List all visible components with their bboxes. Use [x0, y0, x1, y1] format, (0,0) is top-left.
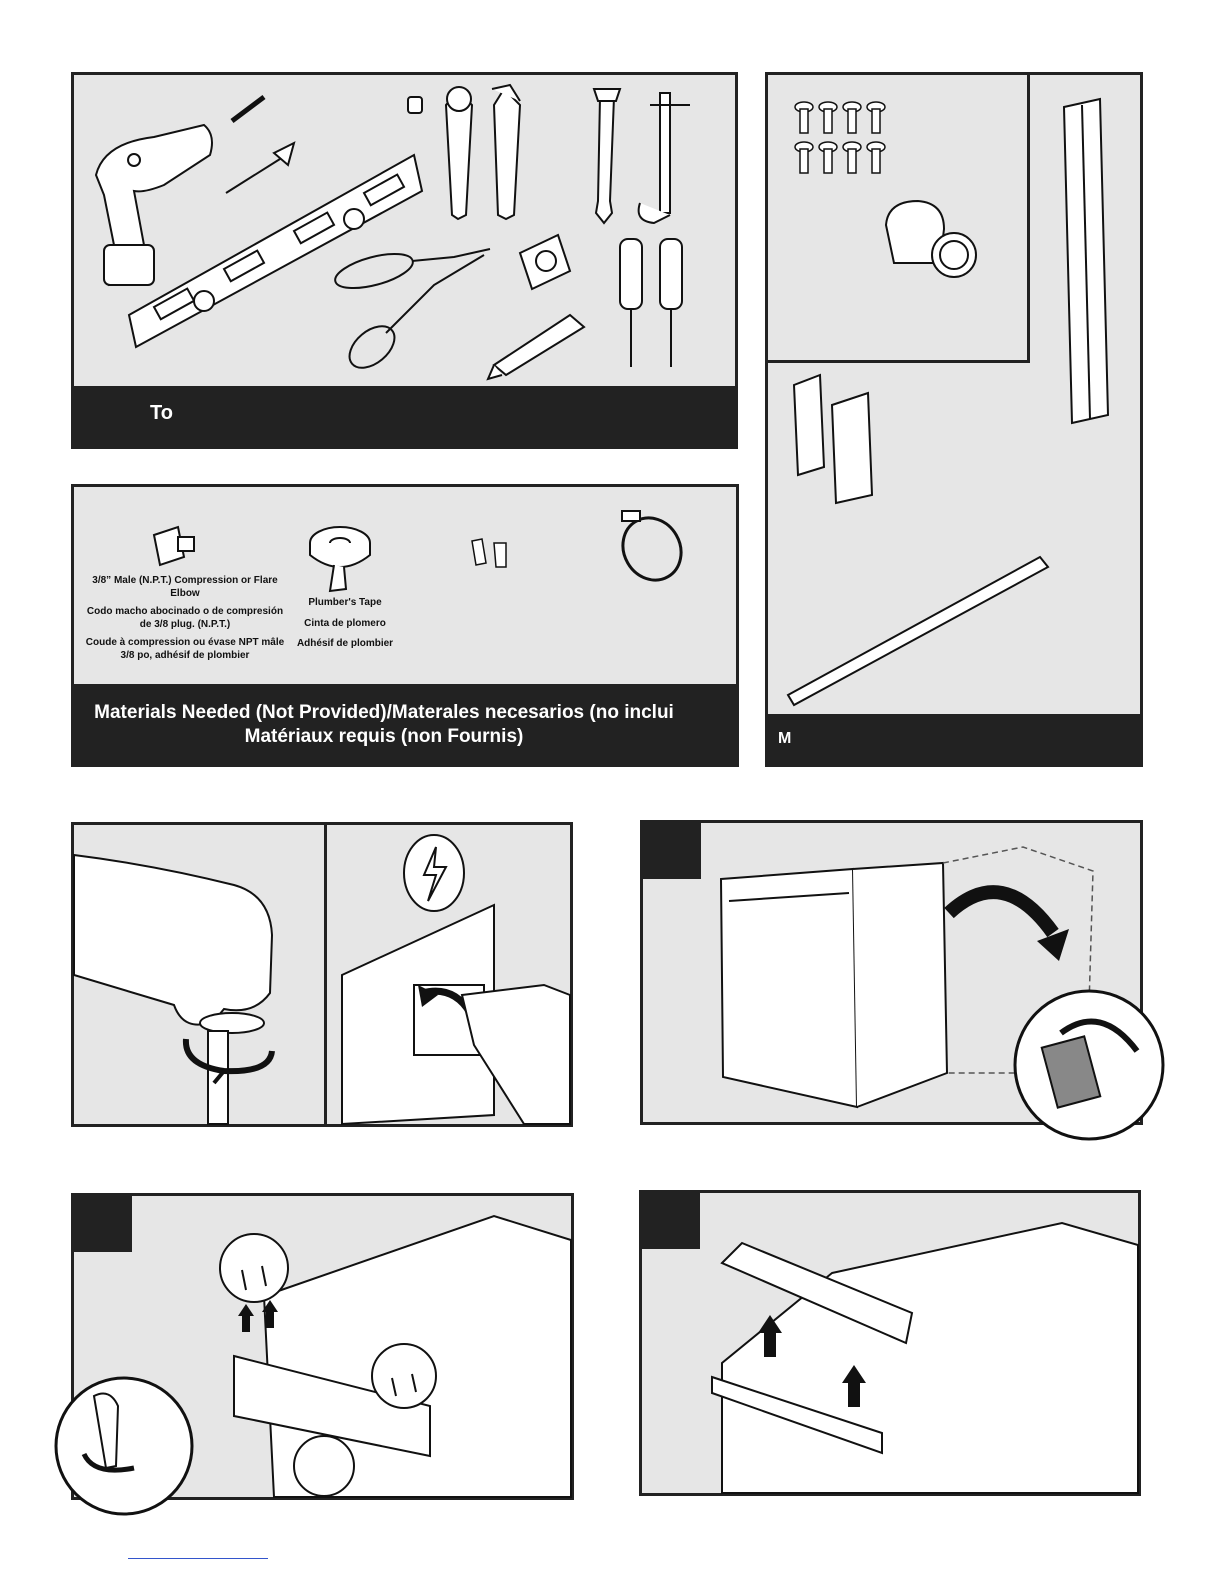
hand-screwdriver-icon — [92, 1392, 120, 1470]
open-end-wrench-icon — [592, 88, 622, 225]
step-shutoff-panel — [71, 822, 573, 1127]
tip-detail-callout — [1013, 989, 1165, 1141]
tip-illustration — [719, 846, 1094, 1109]
screwdriver-detail-callout — [54, 1376, 194, 1516]
screwdriver-flat-icon — [619, 238, 643, 367]
materials-title-line1: Materials Needed (Not Provided)/Materale… — [94, 702, 674, 723]
rotate-arrow-icon — [182, 1038, 275, 1085]
parts-panel: M — [765, 72, 1143, 767]
tin-snips-icon — [334, 248, 491, 369]
hand-breaker-icon — [460, 983, 571, 1125]
parts-inner-box — [768, 75, 1030, 363]
bracket-step-illustration — [711, 1221, 1139, 1494]
tools-title-bar: To — [74, 386, 735, 446]
tools-panel: To — [71, 72, 738, 449]
parts-title: M — [778, 730, 792, 747]
drill-icon — [94, 123, 213, 287]
step-c-tab — [74, 1196, 132, 1252]
strain-relief-icon — [884, 199, 977, 278]
plumbers-tape-icon — [309, 526, 371, 593]
side-brackets-icon — [792, 373, 874, 505]
elbow-caption-en: 3/8” Male (N.P.T.) Compression or Flare … — [92, 575, 278, 599]
lift-arrows-icon — [758, 1315, 866, 1407]
basin-wrench-icon — [637, 92, 690, 225]
up-arrows-icon — [238, 1300, 278, 1332]
parts-illustration — [786, 97, 1110, 707]
tools-title: To — [150, 402, 173, 424]
tip-arrow-icon — [944, 885, 1059, 938]
wire-nuts-icon — [471, 538, 507, 568]
tools-illustration — [94, 83, 690, 381]
detail-panel-icon — [1040, 1035, 1102, 1109]
elbow-caption-fr: Coude à compression ou évase NPT mâle 3/… — [85, 637, 285, 661]
mounting-strip-icon — [786, 555, 1050, 707]
dishwasher-icon — [719, 861, 949, 1109]
screw-callout-top — [219, 1233, 289, 1303]
level-icon — [127, 153, 424, 349]
screw-callout-right — [371, 1343, 437, 1409]
tape-caption: Plumber's Tape Cinta de plomero Adhésif … — [270, 597, 420, 657]
tape-caption-fr: Adhésif de plombier — [296, 638, 394, 649]
materials-title-bar: Materials Needed (Not Provided)/Materale… — [74, 684, 736, 764]
step-d-tab — [642, 1193, 700, 1249]
toe-panel-bracket-icon — [720, 1241, 914, 1345]
step-b-tab — [643, 823, 701, 879]
screwdriver-phillips-icon — [659, 238, 683, 367]
step-tip-panel — [640, 820, 1165, 1141]
detail-arrow-icon — [1059, 1018, 1140, 1053]
socket-icon — [407, 96, 423, 114]
parts-title-bar: M — [768, 714, 1140, 764]
footer-link-underline — [128, 1558, 268, 1559]
drill-bit-icon — [230, 95, 266, 123]
wrench-icon — [444, 83, 522, 221]
materials-panel: 3/8” Male (N.P.T.) Compression or Flare … — [71, 484, 739, 767]
elbow-caption: 3/8” Male (N.P.T.) Compression or Flare … — [82, 575, 288, 668]
hand-valve-icon — [73, 853, 274, 1125]
flare-elbow-icon — [152, 525, 195, 567]
kick-plate-icon — [711, 1375, 883, 1455]
step-shutoff-divider — [324, 825, 327, 1124]
step-bracket-panel — [639, 1190, 1141, 1496]
screws-step-illustration — [219, 1214, 572, 1498]
spade-bit-icon — [225, 141, 296, 194]
rotate-arrow-small-icon — [81, 1452, 135, 1473]
utility-knife-icon — [486, 313, 586, 381]
elbow-caption-es: Codo macho abocinado o de compresión de … — [86, 606, 284, 630]
tape-caption-en: Plumber's Tape — [308, 597, 382, 608]
materials-title-line2: Matériaux requis (non Fournis) — [244, 726, 524, 747]
shutoff-illustration — [73, 834, 571, 1126]
step-screws-panel — [54, 1193, 574, 1516]
electric-warning-icon — [403, 834, 465, 912]
channel-bracket-icon — [1062, 97, 1110, 425]
tape-measure-icon — [518, 233, 572, 291]
screws-icon — [794, 101, 886, 174]
tape-caption-es: Cinta de plomero — [304, 617, 386, 629]
hose-clamp-icon — [621, 510, 683, 582]
materials-illustration — [152, 510, 683, 593]
